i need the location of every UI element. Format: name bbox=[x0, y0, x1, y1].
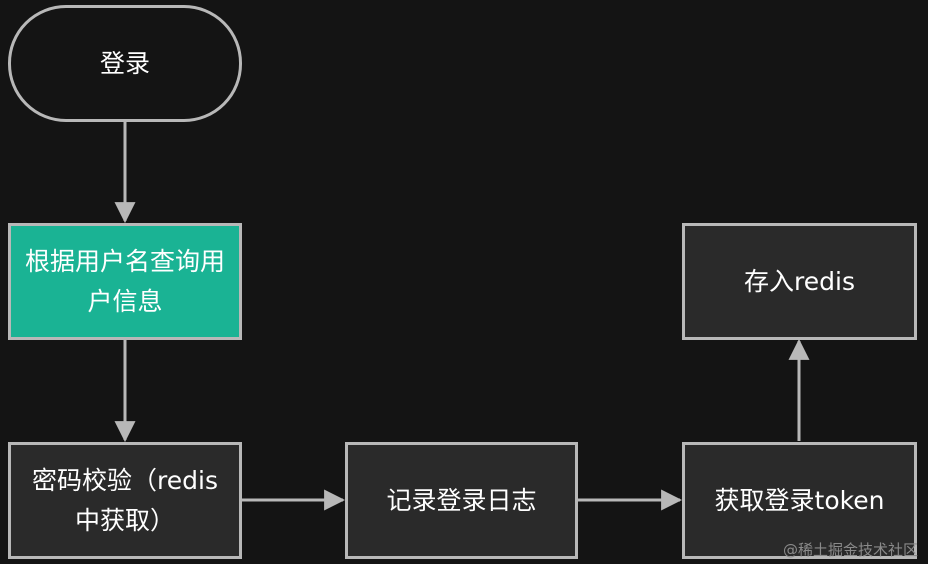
get-token-node: 获取登录token bbox=[682, 442, 917, 559]
login-start-node: 登录 bbox=[8, 5, 242, 122]
get-token-label: 获取登录token bbox=[714, 485, 885, 515]
log-record-node: 记录登录日志 bbox=[345, 442, 578, 559]
log-record-label: 记录登录日志 bbox=[386, 485, 537, 515]
watermark-text: @稀土掘金技术社区 bbox=[782, 541, 918, 559]
password-check-node: 密码校验（redis 中获取） bbox=[8, 442, 242, 559]
save-redis-label: 存入redis bbox=[744, 266, 855, 296]
query-user-node: 根据用户名查询用 户信息 bbox=[8, 223, 242, 340]
password-check-label: 密码校验（redis 中获取） bbox=[32, 465, 218, 535]
query-user-label: 根据用户名查询用 户信息 bbox=[24, 246, 225, 316]
login-label: 登录 bbox=[99, 48, 150, 78]
save-redis-node: 存入redis bbox=[682, 223, 917, 340]
